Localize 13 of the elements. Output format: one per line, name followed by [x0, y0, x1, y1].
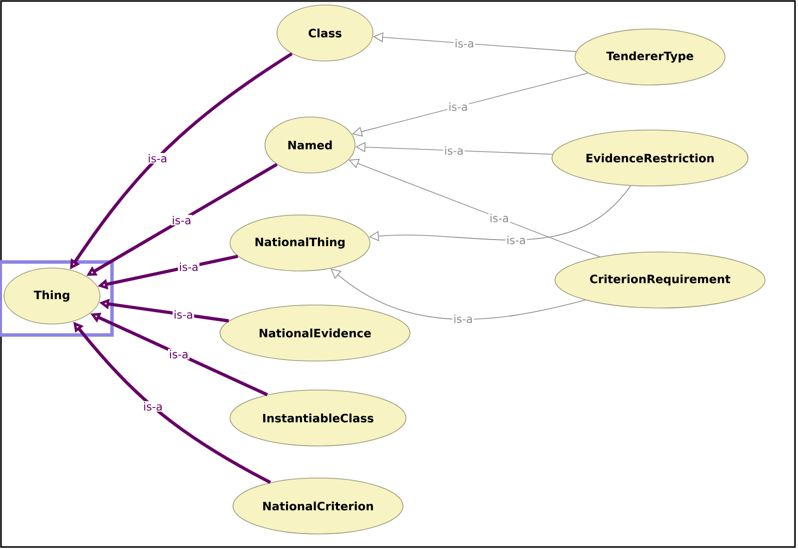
edge-label: is-a: [488, 212, 510, 224]
edge-label: is-a: [443, 145, 465, 156]
edge-label: is-a: [452, 314, 474, 324]
edge-label: is-a: [505, 234, 527, 246]
edge-label: is-a: [447, 101, 469, 112]
edge-label: is-a: [178, 262, 200, 272]
edge-label: is-a: [142, 401, 164, 412]
edge-label: is-a: [146, 153, 168, 164]
arrow: [330, 268, 586, 320]
edge-label: is-a: [172, 309, 194, 320]
edge-label: is-a: [454, 38, 476, 49]
edge-label: is-a: [170, 214, 192, 226]
edge-label: is-a: [168, 348, 190, 360]
